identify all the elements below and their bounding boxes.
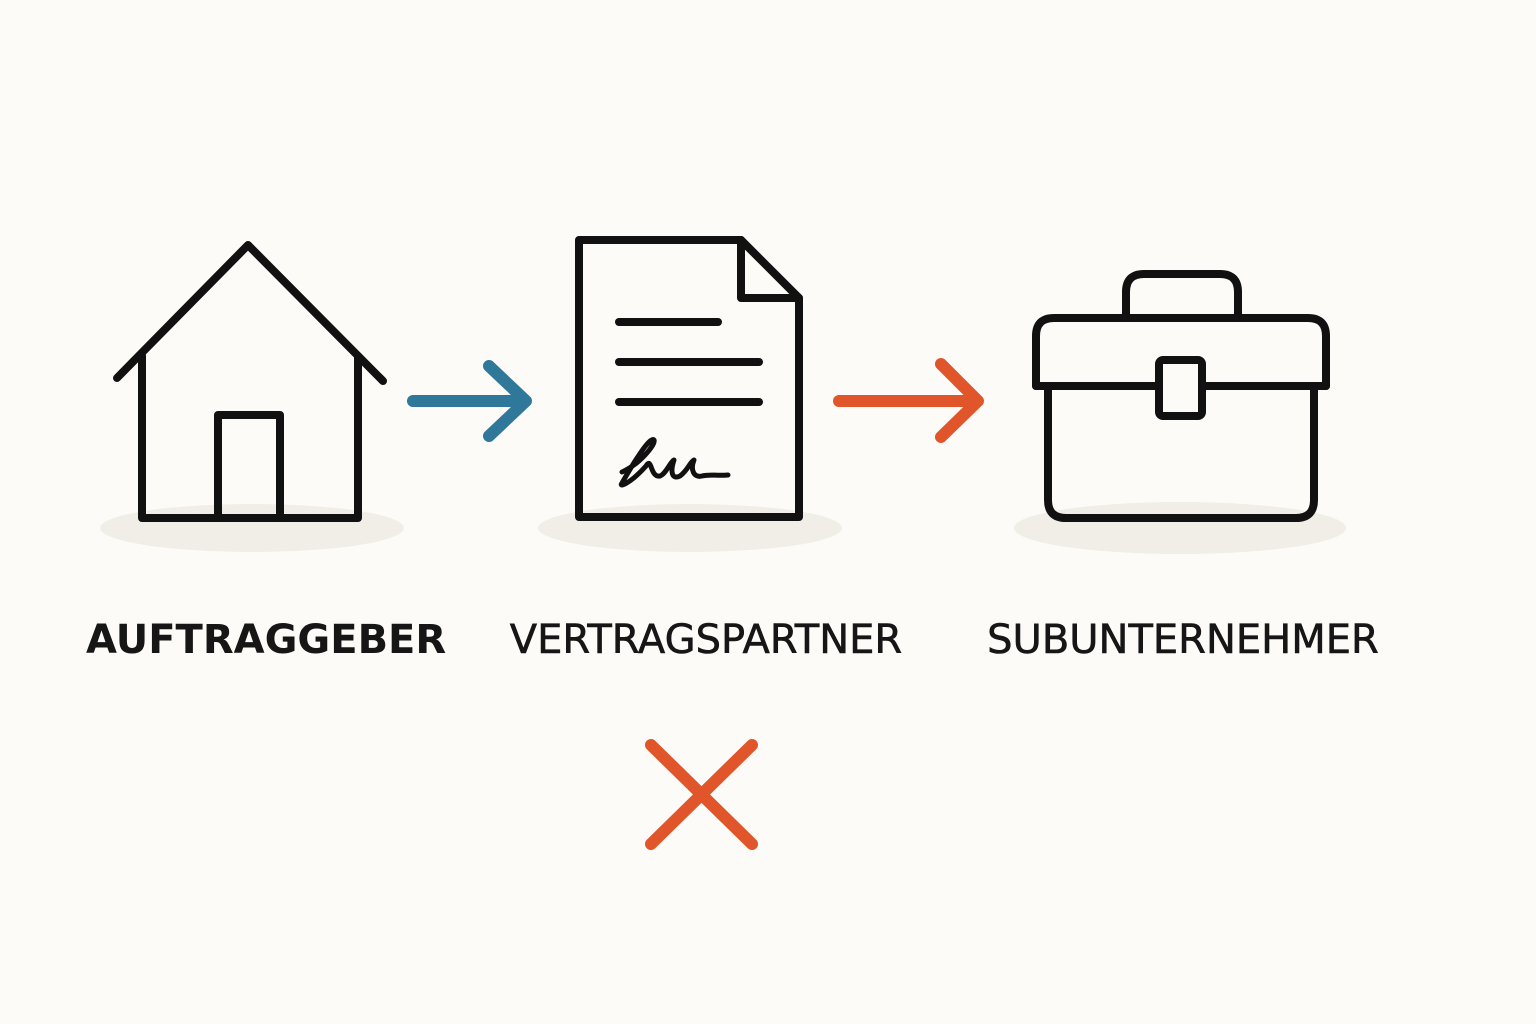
signed-document-icon bbox=[575, 236, 803, 521]
arrow-client-to-partner bbox=[407, 360, 532, 442]
toolbox-icon bbox=[1032, 270, 1330, 522]
toolbox-shadow bbox=[1014, 502, 1346, 554]
x-mark-icon bbox=[645, 739, 758, 850]
label-vertragspartner: VERTRAGSPARTNER bbox=[509, 617, 903, 664]
label-subunternehmer: SUBUNTERNEHMER bbox=[987, 617, 1379, 664]
arrow-partner-to-subcontractor bbox=[833, 358, 984, 443]
house-icon bbox=[113, 241, 387, 522]
label-auftraggeber: AUFTRAGGEBER bbox=[86, 617, 447, 663]
signature-mark bbox=[618, 437, 731, 488]
